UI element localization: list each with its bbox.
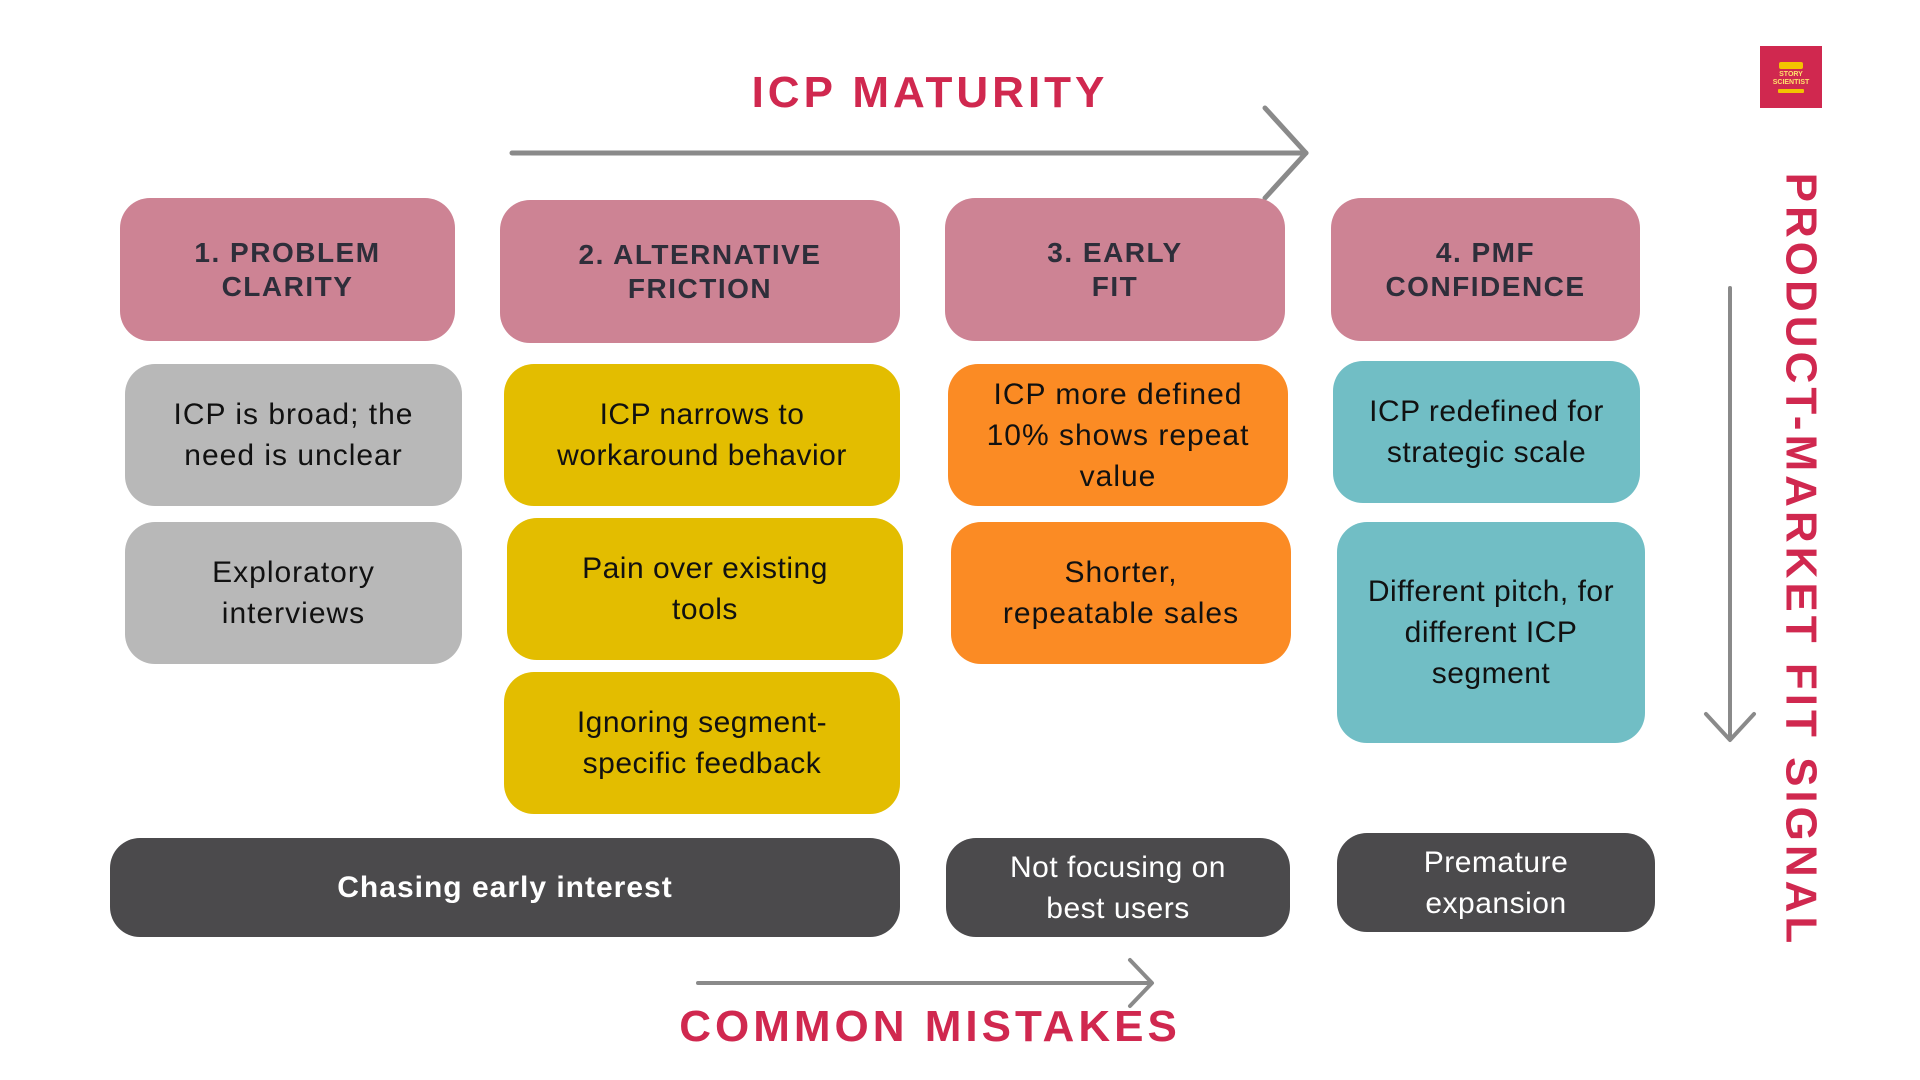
stage-3-card-2-text: Shorter, repeatable sales [1002,556,1240,630]
stage-2-card-1: ICP narrows to workaround behavior [504,364,900,506]
stage-1-header: 1. PROBLEM CLARITY [120,198,455,341]
stage-3-header-label: 3. EARLY FIT [1047,236,1183,302]
mistake-3-text: Premature expansion [1423,845,1569,920]
mistake-2-text: Not focusing on best users [1010,850,1226,925]
icp-maturity-arrow-icon [509,105,1309,201]
stage-1-card-1: ICP is broad; the need is unclear [125,364,462,506]
mistake-1-text: Chasing early interest [337,871,673,904]
stage-2-card-3: Ignoring segment- specific feedback [504,672,900,814]
stage-2-card-1-text: ICP narrows to workaround behavior [557,398,847,472]
stage-4-card-2-text: Different pitch, for different ICP segme… [1367,575,1615,690]
stage-2-header-label: 2. ALTERNATIVE FRICTION [578,238,822,304]
mistake-premature-expansion: Premature expansion [1337,833,1655,932]
stage-2-card-2: Pain over existing tools [507,518,903,660]
stage-1-header-label: 1. PROBLEM CLARITY [194,236,381,302]
stage-4-card-2: Different pitch, for different ICP segme… [1337,522,1645,743]
story-scientist-logo: STORY SCIENTIST [1760,46,1822,108]
logo-text: STORY SCIENTIST [1772,70,1810,86]
stage-4-header-label: 4. PMF CONFIDENCE [1385,236,1586,302]
stage-4-card-1: ICP redefined for strategic scale [1333,361,1640,503]
logo-base-icon [1778,88,1804,93]
stage-1-card-2: Exploratory interviews [125,522,462,664]
stage-4-header: 4. PMF CONFIDENCE [1331,198,1640,341]
mistake-not-focusing-on-best-users: Not focusing on best users [946,838,1290,937]
stage-2-card-3-text: Ignoring segment- specific feedback [576,706,828,780]
stage-3-card-1: ICP more defined 10% shows repeat value [948,364,1288,506]
pmf-signal-arrow-icon [1704,286,1756,742]
stage-1-card-1-text: ICP is broad; the need is unclear [173,398,414,472]
logo-awning-icon [1779,61,1803,69]
stage-4-card-1-text: ICP redefined for strategic scale [1369,395,1604,469]
common-mistakes-title: COMMON MISTAKES [679,1002,1181,1051]
stage-2-header: 2. ALTERNATIVE FRICTION [500,200,900,343]
stage-1-card-2-text: Exploratory interviews [212,556,375,630]
stage-3-card-2: Shorter, repeatable sales [951,522,1291,664]
icp-maturity-title: ICP MATURITY [751,68,1109,117]
stage-2-card-2-text: Pain over existing tools [582,552,828,626]
stage-3-header: 3. EARLY FIT [945,198,1285,341]
common-mistakes-arrow-icon [696,958,1154,1008]
product-market-fit-signal-text: PRODUCT-MARKET FIT SIGNAL [1776,172,1826,948]
mistake-chasing-early-interest: Chasing early interest [110,838,900,937]
stage-3-card-1-text: ICP more defined 10% shows repeat value [986,377,1250,493]
